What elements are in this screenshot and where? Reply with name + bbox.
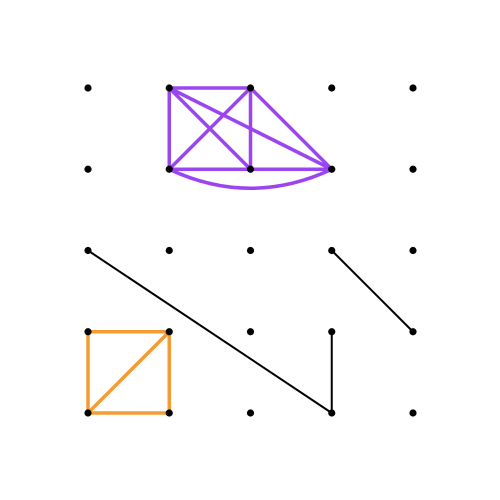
grid-dot-r1-c1[interactable]: [165, 165, 173, 173]
grid-dot-r1-c4[interactable]: [409, 165, 417, 173]
edge-layer: [86, 86, 414, 415]
grid-dot-r1-c0[interactable]: [84, 165, 92, 173]
grid-dot-r3-c3[interactable]: [328, 328, 336, 336]
grid-dot-r4-c4[interactable]: [409, 409, 417, 417]
orange-edge-17: [86, 330, 171, 415]
grid-dot-r2-c4[interactable]: [409, 246, 417, 255]
grid-dot-r0-c2[interactable]: [246, 84, 255, 92]
grid-dot-r2-c3[interactable]: [328, 246, 336, 255]
dot-layer: [84, 84, 417, 417]
grid-dot-r3-c2[interactable]: [246, 328, 255, 336]
black-edge-0: [87, 249, 333, 414]
grid-dot-r2-c2[interactable]: [246, 246, 255, 255]
grid-dot-r2-c1[interactable]: [165, 246, 173, 255]
purple-edge-8: [167, 86, 253, 171]
grid-dot-r0-c4[interactable]: [409, 84, 417, 92]
grid-dot-r4-c3[interactable]: [328, 409, 336, 417]
grid-dot-r4-c0[interactable]: [84, 409, 92, 417]
grid-dot-r2-c0[interactable]: [84, 246, 92, 255]
grid-dot-r0-c1[interactable]: [165, 84, 173, 92]
purple-edge-9: [167, 86, 334, 171]
grid-dot-r4-c1[interactable]: [165, 409, 173, 417]
grid-dot-r3-c4[interactable]: [409, 328, 417, 336]
grid-dot-r1-c3[interactable]: [328, 165, 336, 173]
black-edge-1: [330, 249, 414, 333]
grid-dot-r3-c0[interactable]: [84, 328, 92, 336]
purple-edge-10: [248, 86, 334, 171]
grid-dot-r0-c0[interactable]: [84, 84, 92, 92]
grid-dot-r1-c2[interactable]: [246, 165, 255, 173]
grid-dot-r4-c2[interactable]: [246, 409, 255, 417]
grid-dot-r0-c3[interactable]: [328, 84, 336, 92]
grid-dot-r3-c1[interactable]: [165, 328, 173, 336]
purple-edge-12: [167, 167, 334, 190]
